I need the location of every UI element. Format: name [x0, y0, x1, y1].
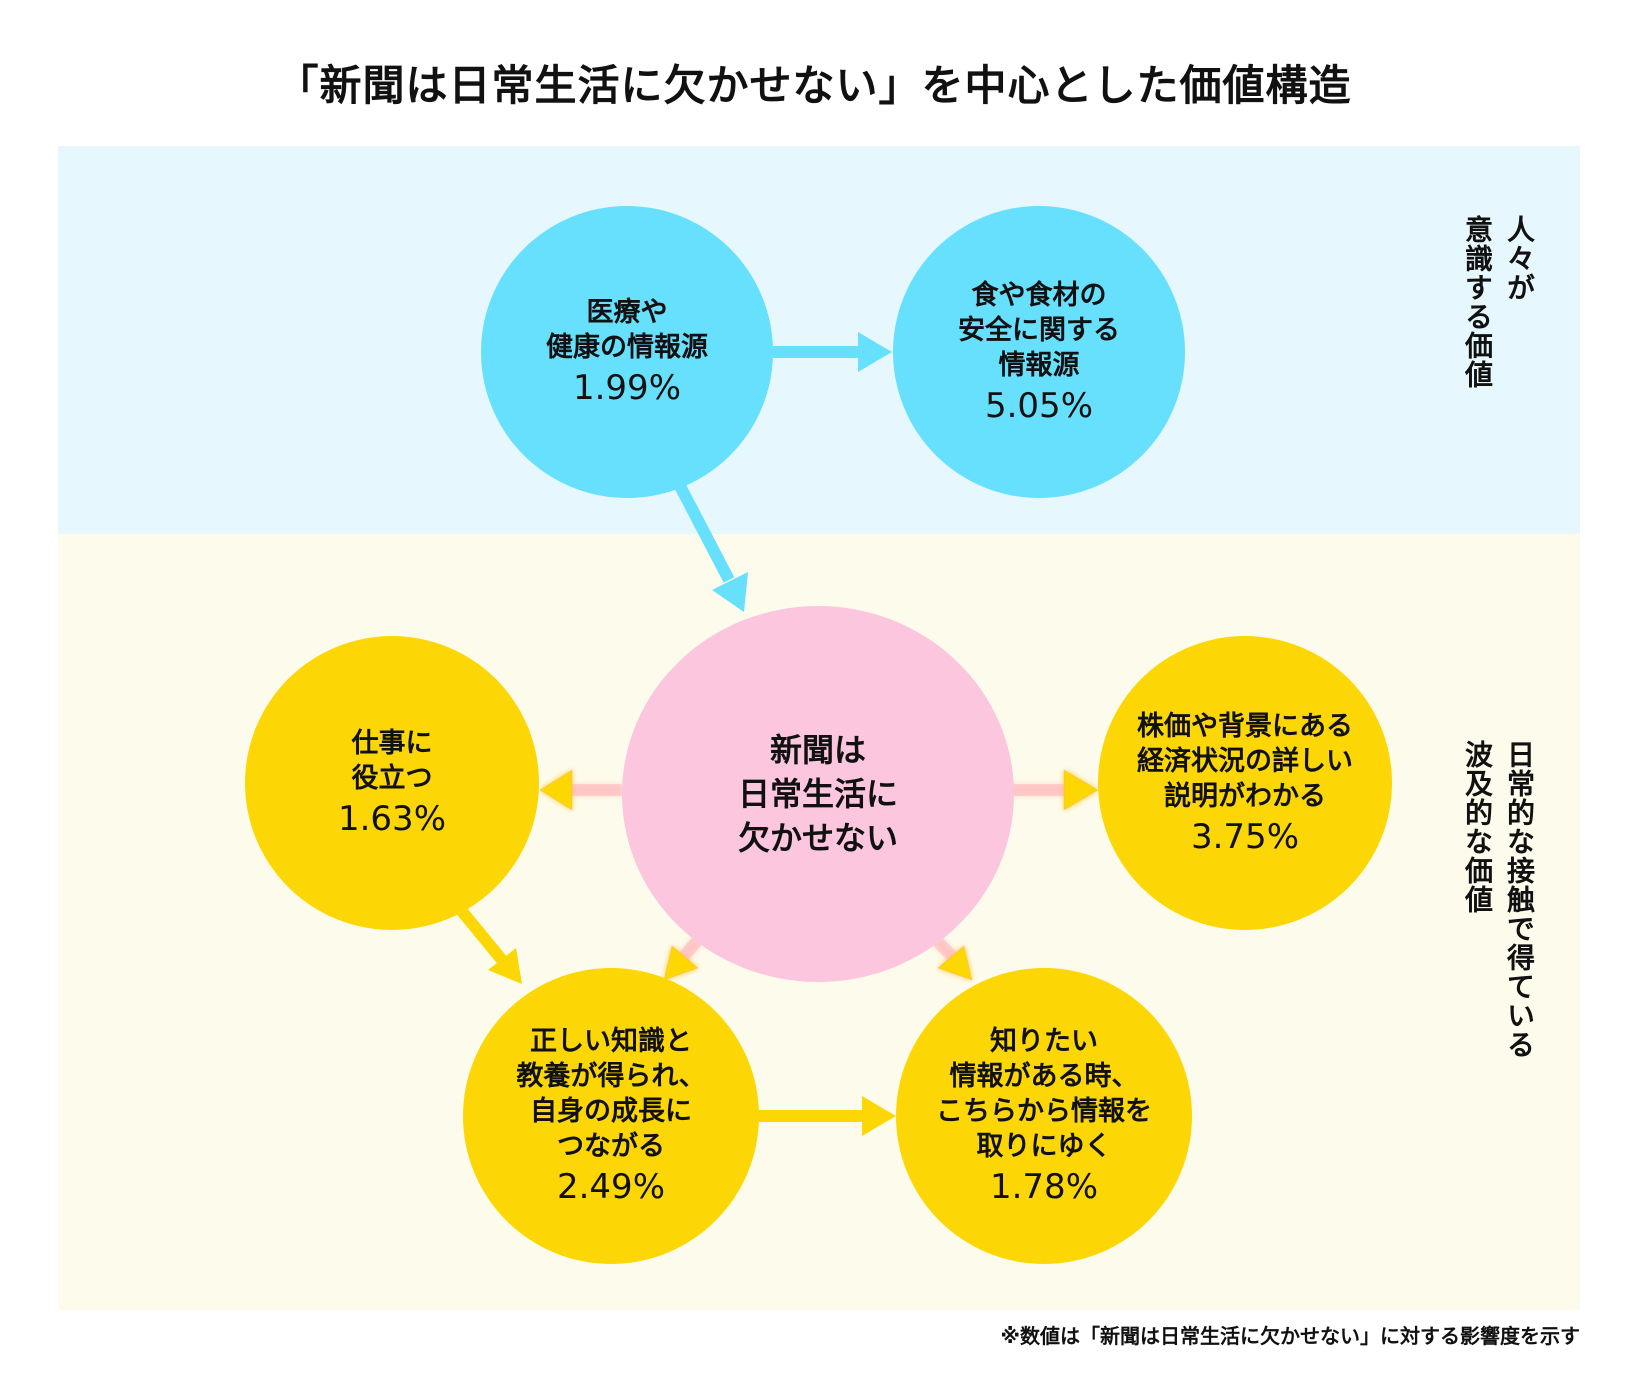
band-label-ripple-value: 日常的な接触で得ている 波及的な価値	[1461, 740, 1536, 1059]
band-label-conscious-value: 人々が 意識する価値	[1461, 215, 1536, 389]
arrow-medical-to-food	[772, 332, 892, 372]
conscious-value-band	[58, 146, 1580, 534]
arrow-center-to-seek	[931, 935, 973, 981]
node-seek-information: 知りたい 情報がある時、 こちらから情報を 取りにゆく 1.78%	[896, 968, 1192, 1264]
node-economy-explanation: 株価や背景にある 経済状況の詳しい 説明がわかる 3.75%	[1098, 636, 1392, 930]
node-label: 正しい知識と 教養が得られ、 自身の成長に つながる	[516, 1026, 706, 1162]
arrow-center-to-economy	[1010, 769, 1099, 811]
arrow-center-to-work	[539, 769, 622, 811]
node-knowledge-growth: 正しい知識と 教養が得られ、 自身の成長に つながる 2.49%	[463, 968, 759, 1264]
node-value: 2.49%	[556, 1167, 665, 1207]
node-value: 1.78%	[989, 1167, 1098, 1207]
node-medical-info-source: 医療や 健康の情報源 1.99%	[481, 206, 773, 498]
node-food-safety-info-source: 食や食材の 安全に関する 情報源 5.05%	[893, 206, 1185, 498]
node-value: 5.05%	[984, 385, 1093, 426]
node-useful-for-work: 仕事に 役立つ 1.63%	[245, 636, 539, 930]
node-value: 1.63%	[337, 799, 446, 839]
node-label: 知りたい 情報がある時、 こちらから情報を 取りにゆく	[936, 1026, 1152, 1162]
center-node-newspaper-indispensable: 新聞は 日常生活に 欠かせない	[622, 606, 1014, 982]
node-value: 1.99%	[572, 368, 681, 408]
arrow-medical-to-center	[674, 483, 748, 612]
node-value: 3.75%	[1190, 816, 1299, 857]
arrow-work-to-knowledge	[451, 900, 522, 984]
node-label: 食や食材の 安全に関する 情報源	[958, 279, 1120, 381]
node-label: 株価や背景にある 経済状況の詳しい 説明がわかる	[1137, 710, 1353, 812]
node-label: 仕事に 役立つ	[351, 728, 433, 794]
node-label: 医療や 健康の情報源	[546, 297, 708, 363]
arrow-knowledge-to-seek	[756, 1096, 896, 1136]
diagram-title: 「新聞は日常生活に欠かせない」を中心とした価値構造	[276, 61, 1352, 110]
center-node-label: 新聞は 日常生活に 欠かせない	[737, 731, 898, 857]
footnote: ※数値は「新聞は日常生活に欠かせない」に対する影響度を示す	[1000, 1324, 1580, 1348]
arrow-center-to-knowledge	[663, 936, 703, 981]
